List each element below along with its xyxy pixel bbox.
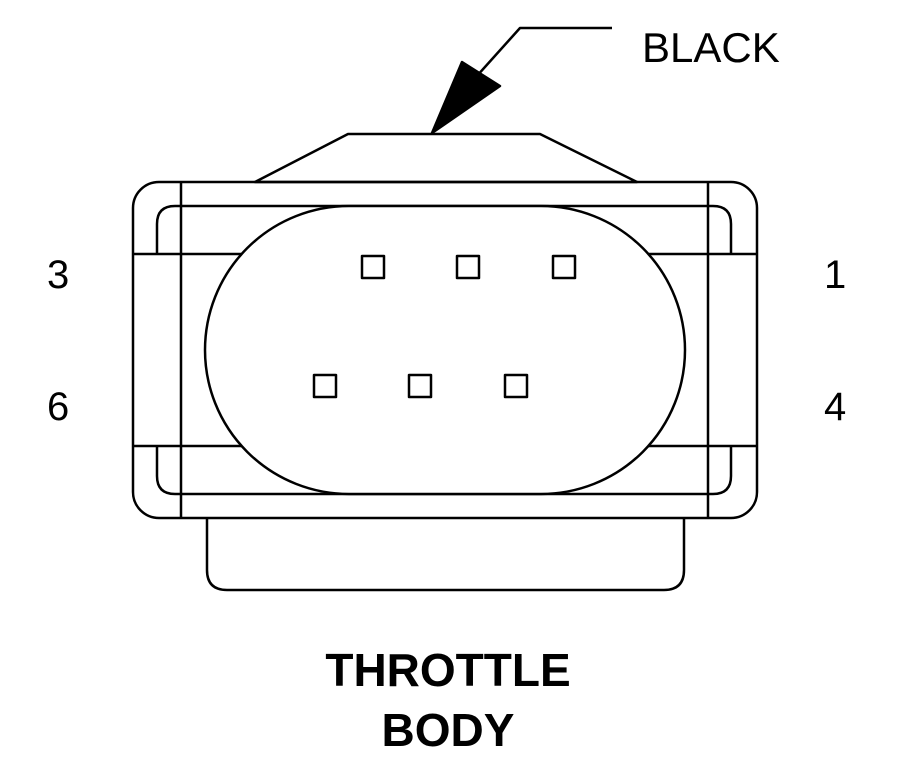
pin-label-bottom-left: 6 xyxy=(47,385,70,429)
pin-cavity xyxy=(503,373,529,399)
pin-cavity xyxy=(360,254,386,280)
pin-cavity xyxy=(407,373,433,399)
pin-label-top-right: 1 xyxy=(824,253,847,297)
pin-cavity xyxy=(551,254,577,280)
connector-latch xyxy=(253,132,639,184)
leader-arrowhead xyxy=(430,60,502,135)
pin-label-top-left: 3 xyxy=(47,253,70,297)
pin-face-oval xyxy=(203,204,687,496)
connector-housing-outer xyxy=(131,180,759,520)
connector-color-label: BLACK xyxy=(642,24,780,71)
pin-cavity xyxy=(455,254,481,280)
connector-bottom-tab xyxy=(205,518,686,592)
pin-cavities xyxy=(312,254,577,399)
pin-cavity xyxy=(312,373,338,399)
connector-name: THROTTLE BODY xyxy=(0,640,896,760)
pin-label-bottom-right: 4 xyxy=(824,385,847,429)
connector-name-line1: THROTTLE xyxy=(325,644,571,696)
connector-name-line2: BODY xyxy=(381,704,515,756)
